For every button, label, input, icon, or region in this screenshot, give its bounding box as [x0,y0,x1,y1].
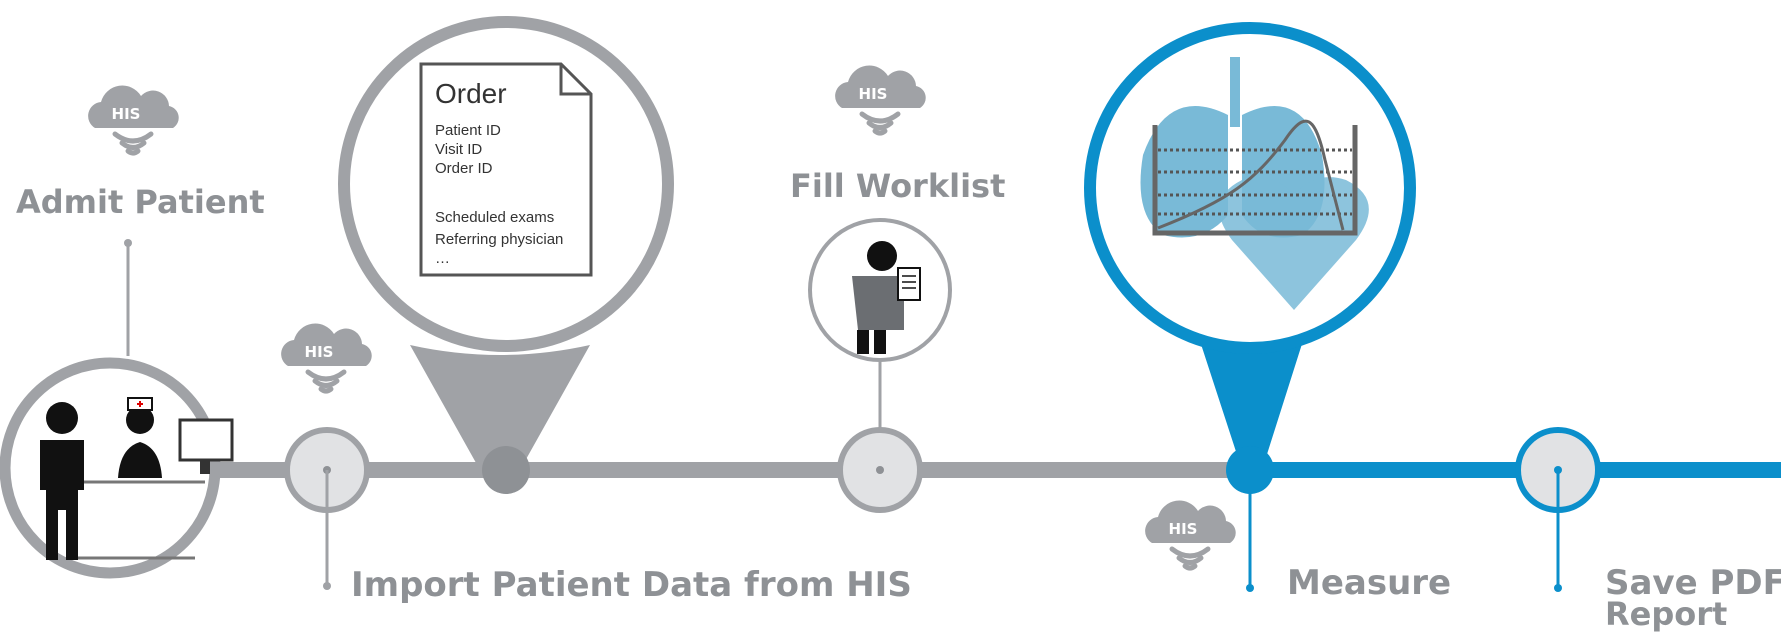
order-line: … [435,250,450,267]
his-label-import: HIS [305,343,334,361]
order-bubble [338,16,674,494]
order-line: Patient ID [435,122,501,139]
order-line: Referring physician [435,231,564,248]
order-line: Visit ID [435,141,483,158]
step-label-admit: Admit Patient [16,183,265,221]
step-label-worklist: Fill Worklist [790,167,1006,205]
order-line: Scheduled exams [435,209,555,226]
measure-bubble [1084,22,1416,592]
step-label-save-line1: Save PDF [1605,563,1781,603]
step-label-measure: Measure [1287,563,1452,603]
admit-scene-icon [0,239,234,579]
import-node [284,427,370,590]
order-document: Order Patient ID Visit ID Order ID Sched… [421,64,591,275]
save-node [1515,427,1601,592]
step-label-save-line2: Report [1605,595,1728,633]
worklist-node [808,218,952,513]
his-label-measure: HIS [1169,520,1198,538]
his-label-admit: HIS [112,105,141,123]
order-title: Order [435,78,507,109]
order-line: Order ID [435,160,493,177]
step-label-import: Import Patient Data from HIS [351,565,912,605]
his-label-worklist: HIS [859,85,888,103]
heart-icon [1219,177,1369,310]
